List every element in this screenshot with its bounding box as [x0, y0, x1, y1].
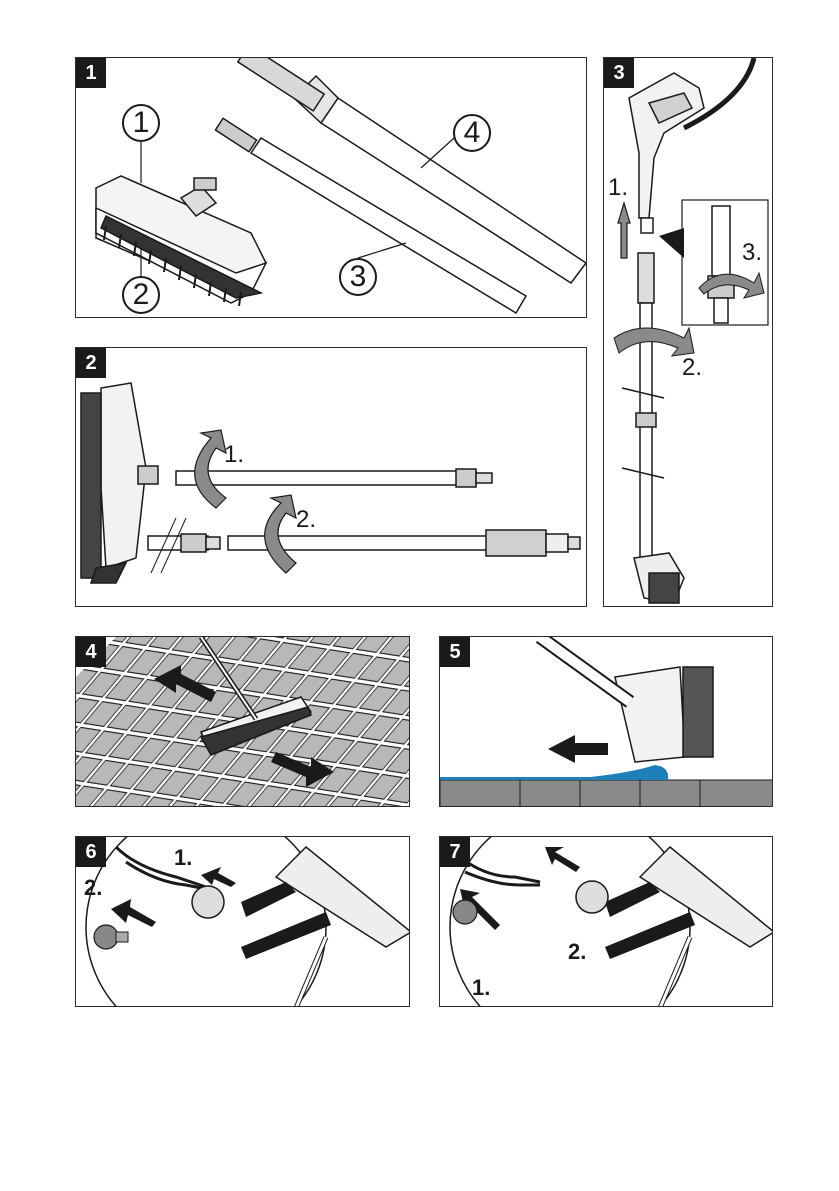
pull-arrow	[618, 203, 630, 258]
surface-brush-head	[96, 176, 266, 306]
panel-1-parts-overview: 1	[75, 57, 587, 318]
tile-scrubbing-illustration	[76, 637, 410, 807]
panel-number-badge: 5	[440, 637, 470, 667]
callout-2: 2	[122, 276, 160, 314]
step-label-1: 1.	[472, 977, 490, 999]
panel-number-badge: 7	[440, 837, 470, 867]
step-label-2: 2.	[296, 508, 316, 532]
panel-number-badge: 1	[76, 58, 106, 88]
step-label-3: 3.	[742, 241, 762, 265]
panel-3-attach-to-gun: 3	[603, 57, 773, 607]
pipe-lower	[148, 530, 580, 556]
step-label-1: 1.	[224, 443, 244, 467]
surface-brush-head	[81, 383, 158, 583]
panel-number-badge: 4	[76, 637, 106, 667]
pipe-upper	[176, 469, 492, 487]
step-label-2: 2.	[84, 877, 102, 899]
callout-3: 3	[339, 258, 377, 296]
valve-removal-illustration	[76, 837, 410, 1007]
water-sweeping-illustration	[440, 637, 773, 807]
panel-4-scrub-tiles: 4	[75, 636, 410, 807]
panel-6-remove-valve: 6 1. 2.	[75, 836, 410, 1007]
panel-5-push-water: 5	[439, 636, 773, 807]
assembly-illustration	[76, 348, 587, 607]
callout-4: 4	[453, 114, 491, 152]
panel-number-badge: 2	[76, 348, 106, 378]
panel-2-assembly: 2	[75, 347, 587, 607]
step-label-2: 2.	[568, 941, 586, 963]
step-label-1: 1.	[174, 847, 192, 869]
callout-1: 1	[122, 104, 160, 142]
step-label-1: 1.	[608, 176, 628, 200]
brush-head-small	[634, 553, 684, 603]
panel-7-insert-valve: 7 1. 2.	[439, 836, 773, 1007]
rotation-arrow-2	[265, 495, 296, 573]
rotation-arrow-1	[195, 430, 226, 508]
lance	[622, 253, 664, 563]
spray-gun-illustration	[604, 58, 773, 607]
panel-number-badge: 6	[76, 837, 106, 867]
step-label-2: 2.	[682, 356, 702, 380]
panel-number-badge: 3	[604, 58, 634, 88]
